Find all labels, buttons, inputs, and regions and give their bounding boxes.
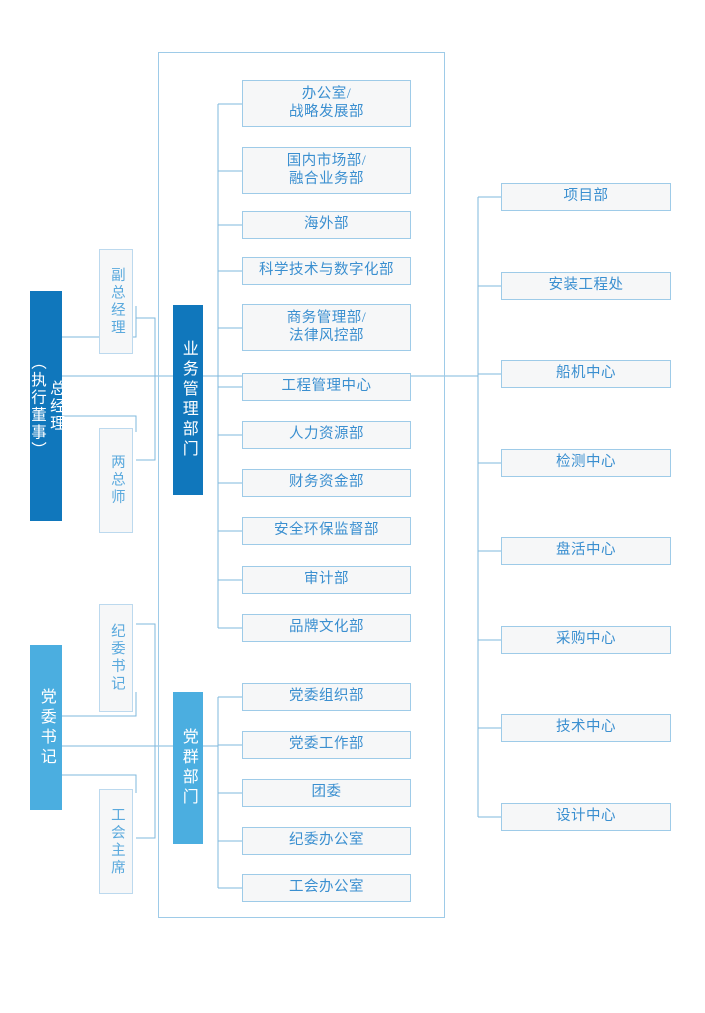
node-dept-party-work[interactable]: 党委工作部: [242, 731, 411, 759]
node-unit-revitalization-center[interactable]: 盘活中心: [501, 537, 671, 565]
node-deputy-general-manager[interactable]: 副总经理: [99, 249, 133, 354]
node-dept-brand-culture[interactable]: 品牌文化部: [242, 614, 411, 642]
node-dept-party-organization[interactable]: 党委组织部: [242, 683, 411, 711]
node-dept-audit[interactable]: 审计部: [242, 566, 411, 594]
node-unit-design-center[interactable]: 设计中心: [501, 803, 671, 831]
node-unit-inspection-center[interactable]: 检测中心: [501, 449, 671, 477]
node-dept-union-office[interactable]: 工会办公室: [242, 874, 411, 902]
node-discipline-secretary[interactable]: 纪委书记: [99, 604, 133, 712]
node-dept-finance-funds[interactable]: 财务资金部: [242, 469, 411, 497]
node-dept-human-resources[interactable]: 人力资源部: [242, 421, 411, 449]
middle-column-frame: [158, 52, 445, 918]
node-dept-youth-league[interactable]: 团委: [242, 779, 411, 807]
node-dept-office-strategy[interactable]: 办公室/ 战略发展部: [242, 80, 411, 127]
node-dept-safety-environment-supervision[interactable]: 安全环保监督部: [242, 517, 411, 545]
node-party-affairs-group[interactable]: 党群部门: [173, 692, 203, 844]
node-union-chairman[interactable]: 工会主席: [99, 789, 133, 894]
node-general-manager[interactable]: 总经理 （执行董事）: [29, 291, 65, 521]
node-party-secretary[interactable]: 党委书记: [30, 645, 62, 810]
node-unit-procurement-center[interactable]: 采购中心: [501, 626, 671, 654]
node-unit-project[interactable]: 项目部: [501, 183, 671, 211]
node-dept-science-tech-digital[interactable]: 科学技术与数字化部: [242, 257, 411, 285]
node-dept-discipline-office[interactable]: 纪委办公室: [242, 827, 411, 855]
node-unit-marine-machinery-center[interactable]: 船机中心: [501, 360, 671, 388]
node-dept-overseas[interactable]: 海外部: [242, 211, 411, 239]
node-chief-engineers[interactable]: 两总师: [99, 428, 133, 533]
node-business-management-group[interactable]: 业务管理部门: [173, 305, 203, 495]
node-dept-domestic-market-integration[interactable]: 国内市场部/ 融合业务部: [242, 147, 411, 194]
node-unit-technology-center[interactable]: 技术中心: [501, 714, 671, 742]
node-dept-engineering-management-center[interactable]: 工程管理中心: [242, 373, 411, 401]
node-dept-commerce-legal[interactable]: 商务管理部/ 法律风控部: [242, 304, 411, 351]
node-unit-installation-engineering[interactable]: 安装工程处: [501, 272, 671, 300]
